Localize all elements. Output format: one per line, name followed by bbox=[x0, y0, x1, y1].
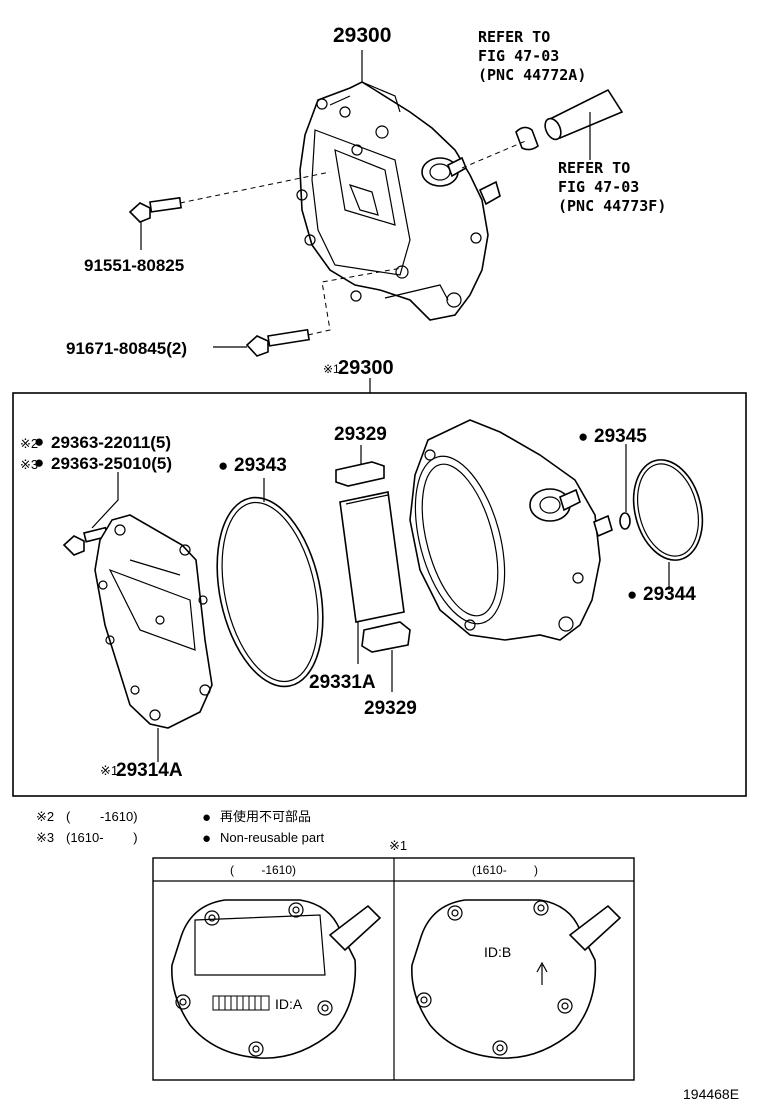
refer-note-1-line3: (PNC 44772A) bbox=[478, 66, 586, 84]
legend-jp-text: 再使用不可部品 bbox=[220, 809, 311, 824]
exploded-parts bbox=[62, 419, 704, 762]
dot-29344: ● bbox=[627, 585, 637, 604]
label-29300-top: 29300 bbox=[333, 24, 391, 47]
legend-note3-range: (1610- ) bbox=[66, 830, 138, 845]
refer-note-1-line2: FIG 47-03 bbox=[478, 47, 559, 65]
figure-id: 194468E bbox=[683, 1086, 739, 1102]
label-29345: 29345 bbox=[594, 426, 647, 447]
dot-29345: ● bbox=[578, 427, 588, 446]
dot-29343: ● bbox=[218, 456, 228, 475]
inset-table bbox=[152, 857, 635, 1081]
label-29331A: 29331A bbox=[309, 672, 376, 693]
inset-right-id: ID:B bbox=[484, 944, 511, 960]
legend-note2-range: ( -1610) bbox=[66, 809, 138, 824]
label-29363-25010: 29363-25010(5) bbox=[51, 454, 172, 473]
label-29314A: 29314A bbox=[116, 760, 183, 781]
refer-note-2-line3: (PNC 44773F) bbox=[558, 197, 666, 215]
inset-left-id: ID:A bbox=[275, 996, 303, 1012]
inset-right-header: (1610- ) bbox=[472, 863, 538, 877]
dot-29363-22011: ● bbox=[34, 432, 44, 451]
label-29329-lower: 29329 bbox=[364, 698, 417, 719]
pump-variant-right bbox=[411, 899, 622, 1059]
legend-dot-jp: ● bbox=[202, 809, 211, 826]
refer-note-2-line1: REFER TO bbox=[558, 159, 630, 177]
legend-en-text: Non-reusable part bbox=[220, 830, 324, 845]
label-29344: 29344 bbox=[643, 584, 696, 605]
label-91671-80845: 91671-80845(2) bbox=[66, 339, 187, 358]
legend-dot-en: ● bbox=[202, 830, 211, 847]
legend-note3-marker: ※3 bbox=[36, 830, 54, 845]
dot-29363-25010: ● bbox=[34, 453, 44, 472]
note2-marker: ※2 bbox=[20, 436, 38, 451]
label-91551-80825: 91551-80825 bbox=[84, 256, 184, 275]
exploded-view-frame bbox=[12, 392, 747, 797]
refer-note-2-line2: FIG 47-03 bbox=[558, 178, 639, 196]
label-29363-22011: 29363-22011(5) bbox=[51, 433, 171, 452]
label-29343: 29343 bbox=[234, 455, 287, 476]
vacuum-pump-top-view bbox=[128, 50, 624, 357]
note1-marker-cover: ※1 bbox=[100, 763, 118, 778]
legend-note2-marker: ※2 bbox=[36, 809, 54, 824]
refer-note-1-line1: REFER TO bbox=[478, 28, 550, 46]
note3-marker: ※3 bbox=[20, 457, 38, 472]
label-29300-box: 29300 bbox=[338, 357, 394, 379]
inset-left-header: ( -1610) bbox=[230, 863, 296, 877]
pump-variant-left bbox=[171, 899, 382, 1059]
inset-note-marker: ※1 bbox=[389, 838, 407, 853]
note1-marker: ※1 bbox=[323, 362, 340, 376]
label-29329-upper: 29329 bbox=[334, 424, 387, 445]
